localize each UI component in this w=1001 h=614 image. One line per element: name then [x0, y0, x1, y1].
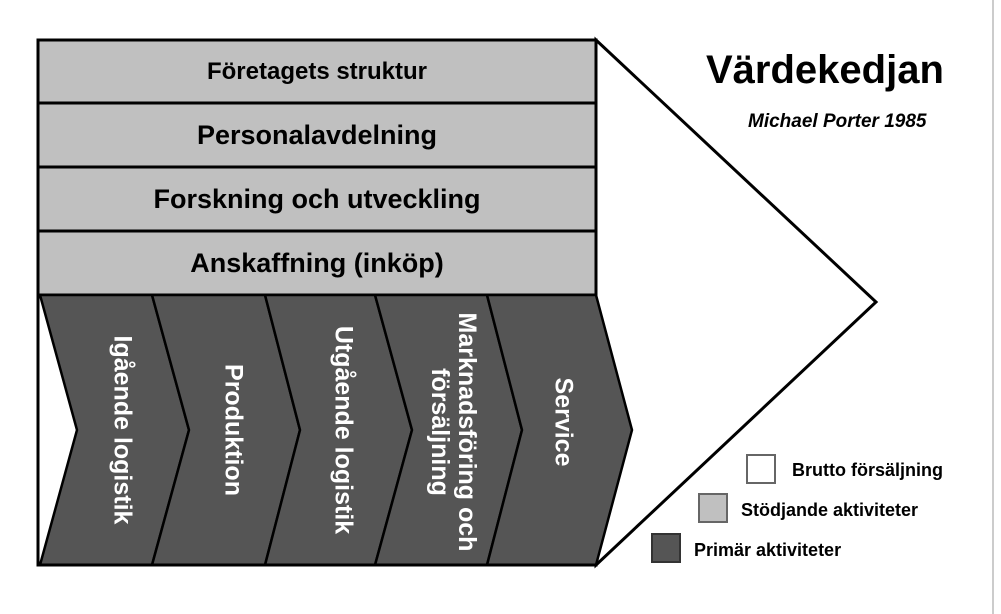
- primary-label: Produktion: [219, 364, 248, 496]
- support-label: Företagets struktur: [206, 57, 428, 85]
- primary-label: Utgående logistik: [329, 325, 358, 535]
- support-bar: [36, 38, 598, 105]
- legend-label: Stödjande aktiviteter: [741, 500, 919, 520]
- support-label: Personalavdelning: [196, 119, 438, 150]
- legend-label: Primär aktiviteter: [694, 540, 842, 560]
- legend-swatch-primary: [651, 533, 681, 563]
- legend-label: Brutto försäljning: [792, 460, 943, 480]
- legend-swatch-support: [698, 493, 728, 523]
- support-bar: [36, 101, 598, 169]
- diagram-title: Värdekedjan: [706, 48, 944, 92]
- primary-label: Service: [549, 377, 578, 467]
- support-label: Forskning och utveckling: [153, 183, 481, 214]
- primary-label: Marknadsföring och försäljning: [426, 312, 481, 552]
- legend-swatch-gross-sales: [746, 454, 776, 484]
- support-bar: [36, 165, 598, 233]
- diagram-subtitle: Michael Porter 1985: [748, 111, 927, 132]
- primary-label: Igående logistik: [108, 335, 137, 525]
- support-label: Anskaffning (inköp): [190, 247, 444, 278]
